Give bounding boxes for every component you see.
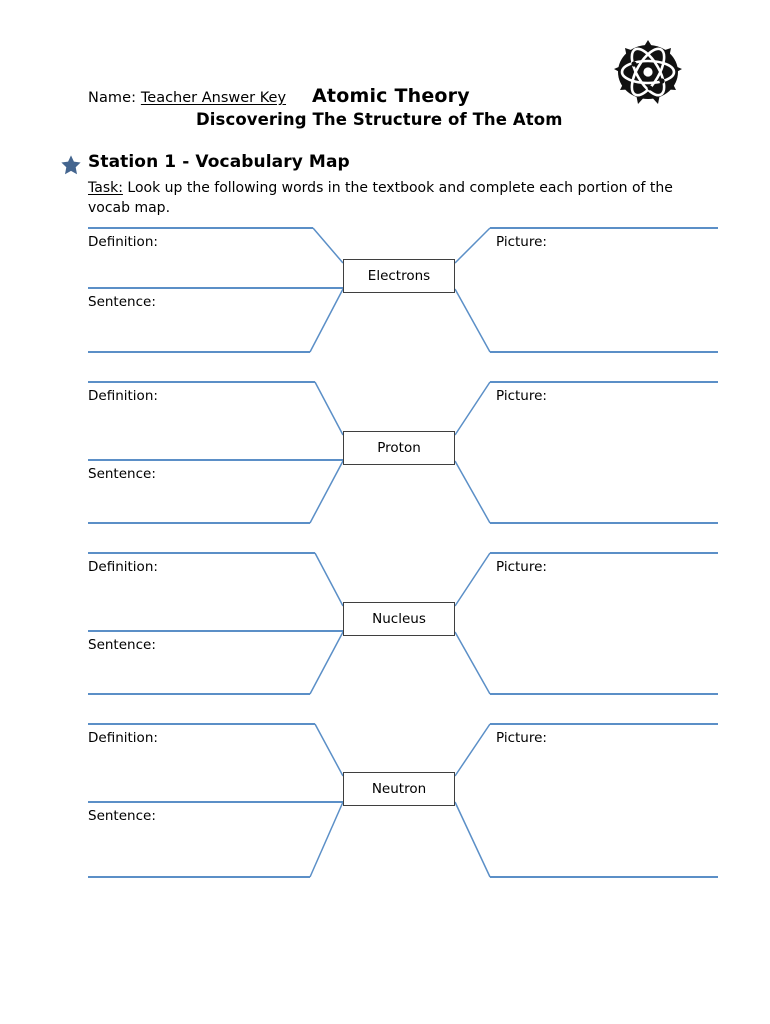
connector-right-top [454,552,491,607]
connector-left-bottom [309,801,344,878]
connector-left-bottom [309,288,344,353]
definition-label: Definition: [88,730,158,746]
connector-right-bottom [454,288,491,353]
sentence-label: Sentence: [88,808,156,824]
sentence-label: Sentence: [88,466,156,482]
term-box-electrons: Electrons [343,259,455,293]
picture-label: Picture: [496,730,547,746]
connector-left-top [314,723,344,777]
name-label: Name: [88,90,141,106]
atom-icon [612,38,684,106]
term-label: Nucleus [372,611,426,627]
connector-left-bottom [309,631,344,695]
task-description: Task: Look up the following words in the… [88,178,678,219]
connector-right-top [454,227,491,264]
vocab-map-electrons: Electrons Definition: Sentence: Picture: [0,214,770,366]
header-name-row: Name: Teacher Answer Key Atomic Theory [88,85,688,113]
star-icon [60,154,82,176]
connector-right-top [454,381,491,436]
connector-left-top [314,552,344,607]
connector-right-bottom [454,631,491,695]
connector-right-top [454,723,491,777]
sentence-label: Sentence: [88,637,156,653]
term-label: Electrons [367,268,431,284]
connector-left-top [312,227,344,264]
connector-right-bottom [454,460,491,524]
picture-label: Picture: [496,388,547,404]
vocab-map-proton: Proton Definition: Sentence: Picture: [0,368,770,537]
connector-left-bottom [309,460,344,524]
definition-label: Definition: [88,234,158,250]
term-label: Proton [377,440,421,456]
picture-label: Picture: [496,234,547,250]
term-box-neutron: Neutron [343,772,455,806]
page-title: Atomic Theory [312,85,470,107]
definition-label: Definition: [88,388,158,404]
station-title: Station 1 - Vocabulary Map [88,152,350,172]
connector-right-bottom [454,801,491,878]
vocab-map-nucleus: Nucleus Definition: Sentence: Picture: [0,539,770,708]
vocab-map-neutron: Neutron Definition: Sentence: Picture: [0,710,770,891]
definition-label: Definition: [88,559,158,575]
name-value: Teacher Answer Key [140,90,287,106]
term-box-proton: Proton [343,431,455,465]
term-box-nucleus: Nucleus [343,602,455,636]
sentence-label: Sentence: [88,294,156,310]
picture-label: Picture: [496,559,547,575]
page-subtitle: Discovering The Structure of The Atom [196,110,563,129]
task-text: Look up the following words in the textb… [88,180,673,217]
task-label: Task: [88,180,123,196]
term-label: Neutron [371,781,427,797]
connector-left-top [314,381,344,436]
